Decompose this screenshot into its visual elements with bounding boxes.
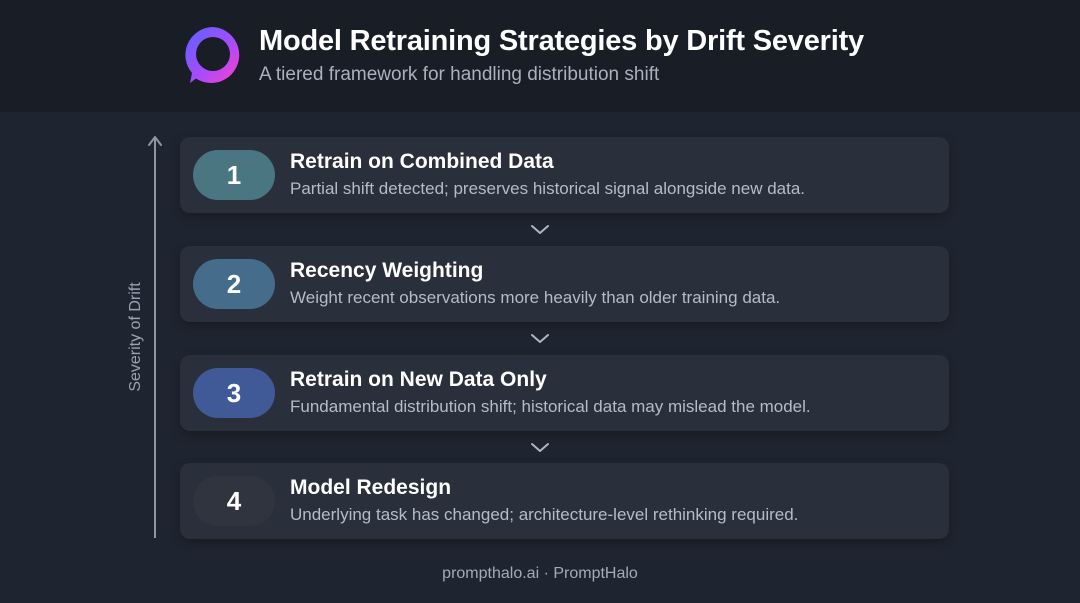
step-description-4: Underlying task has changed; architectur… (290, 505, 799, 524)
step-title-4: Model Redesign (290, 476, 452, 499)
severity-axis-label: Severity of Drift (127, 282, 144, 392)
step-title-1: Retrain on Combined Data (290, 150, 554, 173)
step-card-4: 4 Model Redesign Underlying task has cha… (180, 463, 949, 539)
step-title-2: Recency Weighting (290, 259, 484, 282)
step-description-2: Weight recent observations more heavily … (290, 288, 781, 307)
step-card-1: 1 Retrain on Combined Data Partial shift… (180, 137, 949, 213)
step-badge-3: 3 (193, 368, 275, 418)
step-card-2: 2 Recency Weighting Weight recent observ… (180, 246, 949, 322)
page-title: Model Retraining Strategies by Drift Sev… (259, 25, 864, 57)
step-card-3: 3 Retrain on New Data Only Fundamental d… (180, 355, 949, 431)
severity-axis-arrow-icon (148, 136, 162, 538)
chevron-down-icon (531, 334, 549, 343)
chevron-down-icon (531, 443, 549, 452)
footer-credit: prompthalo.ai · PromptHalo (442, 565, 638, 582)
step-description-1: Partial shift detected; preserves histor… (290, 179, 806, 198)
chevron-down-icon (531, 225, 549, 234)
page-subtitle: A tiered framework for handling distribu… (259, 64, 660, 85)
step-title-3: Retrain on New Data Only (290, 368, 547, 391)
step-badge-1: 1 (193, 150, 275, 200)
logo-icon (185, 27, 240, 83)
step-badge-2: 2 (193, 259, 275, 309)
step-badge-4: 4 (193, 476, 275, 526)
header: Model Retraining Strategies by Drift Sev… (0, 0, 1080, 112)
step-description-3: Fundamental distribution shift; historic… (290, 397, 811, 416)
